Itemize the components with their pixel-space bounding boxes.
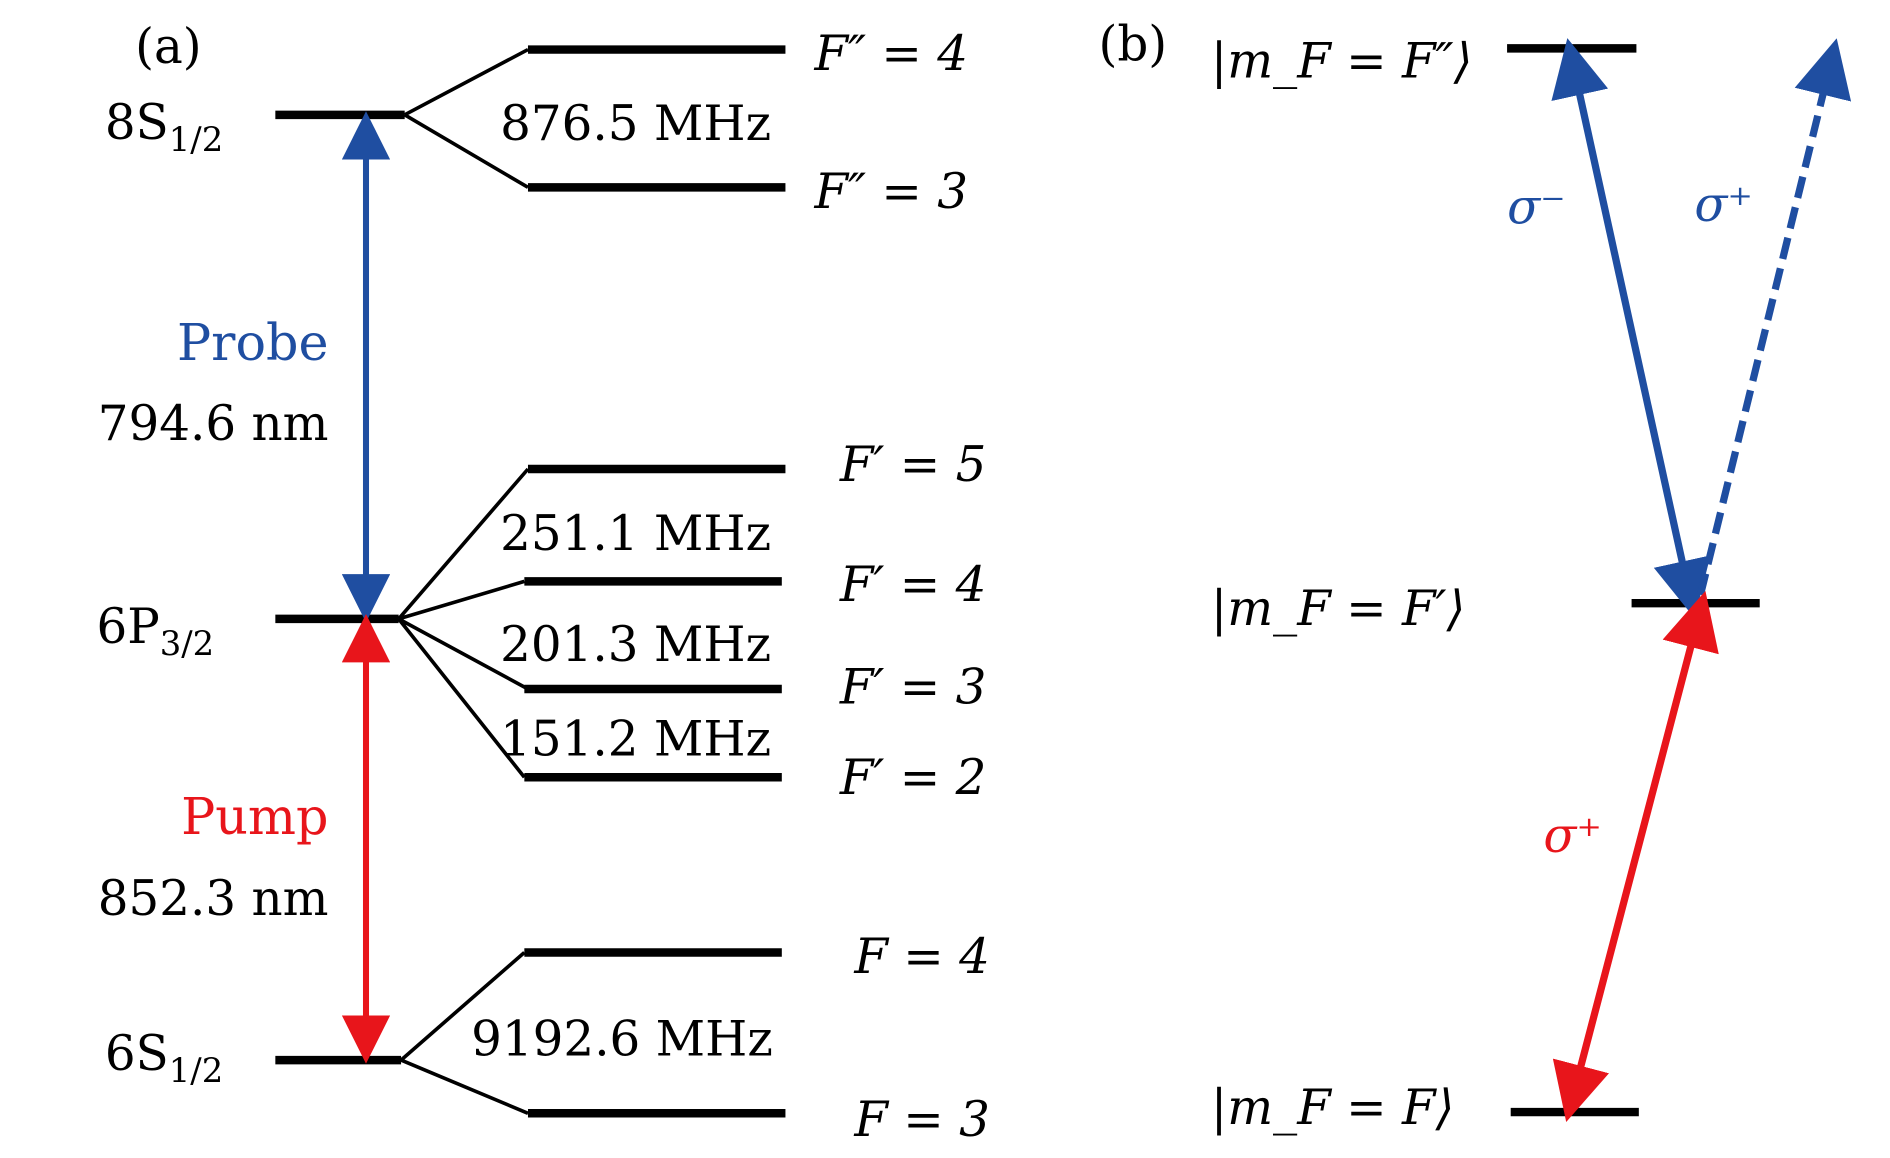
label-f2-4: F″ = 4 — [813, 26, 968, 82]
splitting-8s: 876.5 MHz — [500, 96, 771, 152]
sigma-plus-probe-label: σ⁺ — [1694, 177, 1753, 233]
label-8s12: 8S1/2 — [105, 95, 223, 159]
sigma-plus-dashed-arrow — [1696, 38, 1852, 596]
label-f1-2: F′ = 2 — [839, 750, 987, 806]
label-f-4: F = 4 — [853, 929, 990, 985]
state-top-label: |m_F = F″⟩ — [1211, 33, 1473, 89]
splitting-6p-32: 151.2 MHz — [500, 711, 771, 767]
label-f1-3: F′ = 3 — [839, 660, 987, 716]
label-f1-4: F′ = 4 — [839, 557, 987, 613]
sigma-plus-pump-label: σ⁺ — [1543, 808, 1602, 864]
label-6p32: 6P3/2 — [96, 599, 214, 663]
sigma-minus-arrow — [1551, 38, 1711, 619]
label-f-3: F = 3 — [853, 1092, 990, 1148]
label-f2-3: F″ = 3 — [813, 164, 968, 220]
probe-wavelength: 794.6 nm — [98, 396, 329, 452]
pump-label: Pump — [181, 787, 328, 846]
splitting-6p-43: 201.3 MHz — [500, 617, 771, 673]
splitting-6p-54: 251.1 MHz — [500, 506, 771, 562]
panel-a-label: (a) — [135, 19, 202, 75]
state-bottom-label: |m_F = F⟩ — [1211, 1080, 1455, 1136]
splitting-6s: 9192.6 MHz — [471, 1011, 773, 1067]
state-mid-label: |m_F = F′⟩ — [1211, 581, 1465, 637]
label-6s12: 6S1/2 — [105, 1026, 223, 1090]
panel-b-label: (b) — [1099, 16, 1168, 72]
pump-sigma-plus-arrow — [1552, 590, 1719, 1122]
sigma-minus-label: σ⁻ — [1507, 180, 1566, 236]
label-f1-5: F′ = 5 — [839, 437, 987, 493]
probe-label: Probe — [177, 313, 328, 372]
pump-wavelength: 852.3 nm — [98, 871, 329, 927]
